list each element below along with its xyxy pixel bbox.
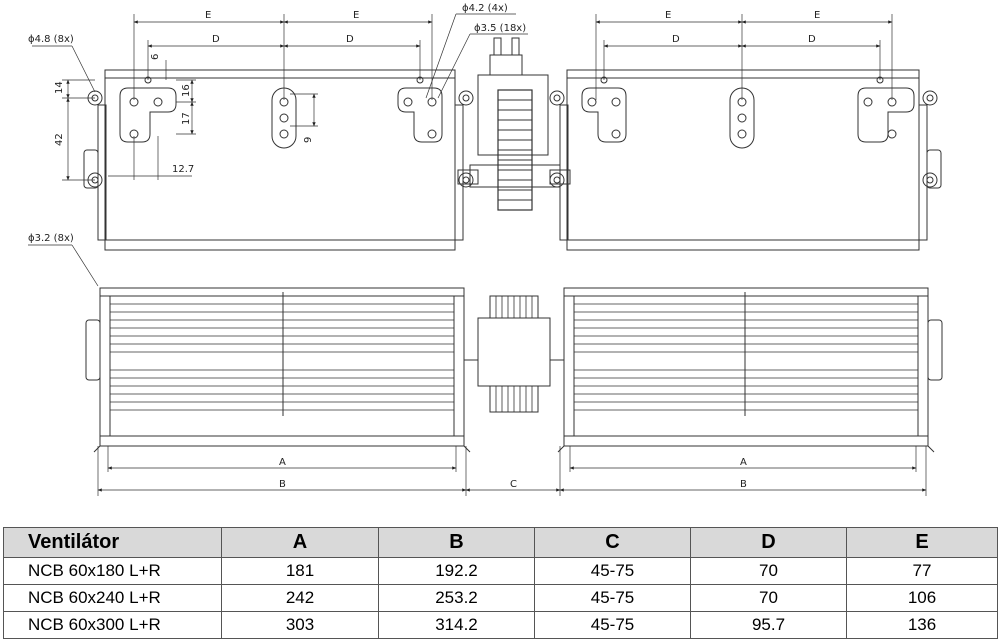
dim-b-right: B	[740, 479, 747, 490]
cell-b: 192.2	[378, 557, 535, 585]
bottom-dimensions	[97, 446, 927, 496]
header-e: E	[846, 527, 998, 558]
front-view	[85, 287, 943, 453]
cell-e: 136	[846, 611, 998, 639]
cell-a: 303	[221, 611, 379, 639]
dim-16: 16	[181, 84, 192, 97]
header-c: C	[534, 527, 691, 558]
spec-table: Ventilátor A B C D E NCB 60x180 L+R 181 …	[3, 527, 998, 639]
cell-b: 253.2	[378, 584, 535, 612]
cell-d: 95.7	[690, 611, 847, 639]
dim-42: 42	[54, 133, 65, 146]
dim-hole-32: ϕ3.2 (8x)	[28, 233, 74, 244]
technical-drawing: E E D D E E D D ϕ4.8 (8x) ϕ4.2 (4x) ϕ3.5…	[28, 3, 943, 496]
dim-d-left-2: D	[346, 34, 354, 45]
dim-17: 17	[181, 112, 192, 125]
cell-a: 181	[221, 557, 379, 585]
cell-model: NCB 60x180 L+R	[3, 557, 222, 585]
dim-e-right-1: E	[665, 10, 671, 21]
table-row: NCB 60x180 L+R 181 192.2 45-75 70 77	[3, 557, 998, 585]
cell-e: 77	[846, 557, 998, 585]
cell-b: 314.2	[378, 611, 535, 639]
cell-c: 45-75	[534, 611, 691, 639]
top-dimensions	[28, 13, 893, 287]
dim-6: 6	[150, 54, 161, 60]
table-row: NCB 60x240 L+R 242 253.2 45-75 70 106	[3, 584, 998, 612]
dim-hole-35: ϕ3.5 (18x)	[474, 23, 526, 34]
header-d: D	[690, 527, 847, 558]
dim-14: 14	[54, 81, 65, 94]
cell-d: 70	[690, 584, 847, 612]
dim-e-left-2: E	[353, 10, 359, 21]
cell-d: 70	[690, 557, 847, 585]
dim-12-7: 12.7	[172, 164, 194, 175]
dim-d-left-1: D	[212, 34, 220, 45]
header-b: B	[378, 527, 535, 558]
dim-a-left: A	[279, 457, 286, 468]
top-view	[83, 37, 942, 251]
dim-9: 9	[303, 137, 314, 143]
dim-hole-48: ϕ4.8 (8x)	[28, 34, 74, 45]
dim-e-left-1: E	[205, 10, 211, 21]
cell-e: 106	[846, 584, 998, 612]
header-fan: Ventilátor	[3, 527, 222, 558]
cell-a: 242	[221, 584, 379, 612]
header-a: A	[221, 527, 379, 558]
table-row: NCB 60x300 L+R 303 314.2 45-75 95.7 136	[3, 611, 998, 639]
dim-d-right-1: D	[672, 34, 680, 45]
cell-model: NCB 60x300 L+R	[3, 611, 222, 639]
table-header-row: Ventilátor A B C D E	[3, 527, 998, 558]
cell-model: NCB 60x240 L+R	[3, 584, 222, 612]
cell-c: 45-75	[534, 557, 691, 585]
dim-b-left: B	[279, 479, 286, 490]
dim-hole-42: ϕ4.2 (4x)	[462, 3, 508, 14]
dim-d-right-2: D	[808, 34, 816, 45]
dimension-labels: E E D D E E D D ϕ4.8 (8x) ϕ4.2 (4x) ϕ3.5…	[28, 3, 820, 490]
dim-c: C	[510, 479, 517, 490]
dim-a-right: A	[740, 457, 747, 468]
dim-e-right-2: E	[814, 10, 820, 21]
cell-c: 45-75	[534, 584, 691, 612]
